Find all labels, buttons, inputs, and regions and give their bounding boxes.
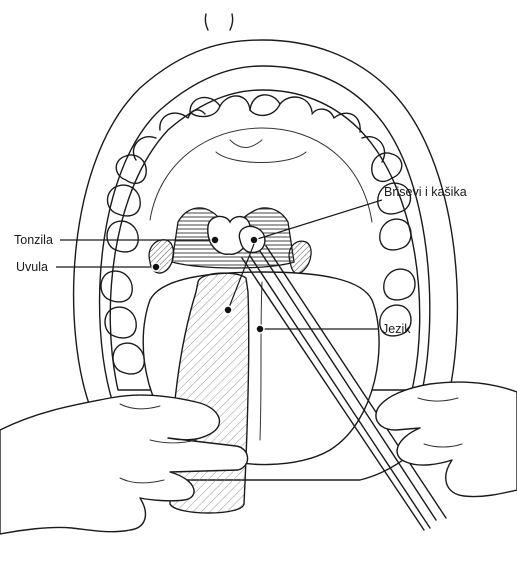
depressor-leader-dot [224,306,232,314]
nose-outline [205,14,232,30]
uvula-leader-dot [152,263,160,271]
tonsil-leader-dot [211,236,219,244]
label-swab: Brisevi i kašika [384,185,467,199]
label-tonsil: Tonzila [14,233,53,247]
label-uvula: Uvula [16,260,48,274]
tongue-leader-dot [256,325,264,333]
swab-leader-dot [250,236,258,244]
label-tongue: Jezik [382,322,411,336]
